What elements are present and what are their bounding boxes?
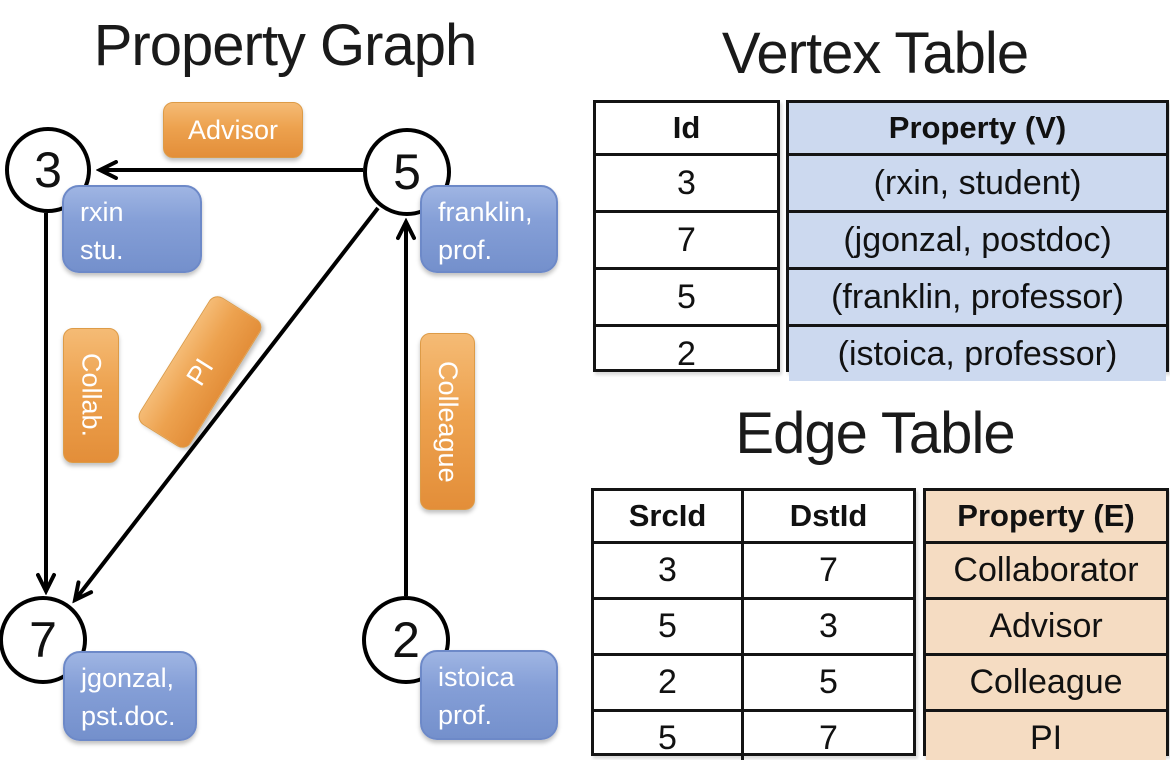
table-row: 2 5 [594,653,913,709]
edge-label-colleague: Colleague [420,333,475,510]
node-5-id: 5 [393,144,421,200]
vertex-table-id-header: Id [672,110,701,145]
table-row: Collaborator [926,541,1166,597]
vertex-table-property-header: Property (V) [789,103,1166,153]
edge-table-srcid-header: SrcId [628,498,707,533]
node-5-property-pill: franklin, prof. [420,185,558,273]
srcid-cell: 5 [658,719,677,757]
edge-label-advisor-text: Advisor [187,114,279,145]
edge-label-colleague-text: Colleague [433,360,463,483]
dstid-cell: 3 [741,600,913,653]
edge-table-title: Edge Table [735,401,1015,466]
edge-label-collab: Collab. [63,328,119,463]
vertex-table-property-column: Property (V) (rxin, student) (jgonzal, p… [786,100,1169,381]
edge-5-to-7-pi [75,206,380,600]
node-3-property-line2: stu. [80,235,124,265]
edge-table-dstid-header: DstId [741,491,913,541]
vertex-table-id-column: Id 3 7 5 2 [593,100,780,373]
node-7-property-pill: jgonzal, pst.doc. [63,651,197,741]
table-row: 7 [596,210,777,267]
node-2-property-line2: prof. [438,700,493,730]
edge-table-ids-columns: SrcId DstId 3 7 5 3 2 5 5 7 [591,488,916,760]
node-3-id: 3 [34,142,62,198]
table-row: (jgonzal, postdoc) [789,210,1166,267]
vertex-table-title: Vertex Table [721,21,1029,86]
table-row: 3 7 [594,541,913,597]
edge-table-property-header: Property (E) [926,491,1166,541]
graph-node-3: 3 [5,127,91,213]
node-7-property-line2: pst.doc. [81,701,176,731]
table-row: PI [926,709,1166,760]
node-3-property-pill: rxin stu. [62,185,202,273]
dstid-cell: 7 [741,544,913,597]
table-row: 5 7 [594,709,913,760]
table-row: (istoica, professor) [789,324,1166,381]
dstid-cell: 7 [741,712,913,760]
node-2-property-pill: istoica prof. [420,650,558,740]
node-5-property-line1: franklin, [438,197,533,227]
table-row: 3 [596,153,777,210]
table-row: 5 [596,267,777,324]
node-7-id: 7 [29,612,57,668]
srcid-cell: 2 [658,663,677,701]
edge-table-ids-header: SrcId DstId [594,491,913,541]
dstid-cell: 5 [741,656,913,709]
edge-label-collab-text: Collab. [76,353,107,438]
property-graph-title: Property Graph [93,13,478,78]
edge-table-property-column: Property (E) Collaborator Advisor Collea… [923,488,1169,760]
table-row: (rxin, student) [789,153,1166,210]
node-3-property-line1: rxin [80,197,124,227]
node-7-property-line1: jgonzal, [81,663,175,693]
srcid-cell: 3 [658,551,677,589]
node-5-property-line2: prof. [438,235,493,265]
table-row: Colleague [926,653,1166,709]
table-row: Advisor [926,597,1166,653]
node-2-id: 2 [392,612,420,668]
node-2-property-line1: istoica [438,662,515,692]
table-row: 2 [596,324,777,381]
srcid-cell: 5 [658,607,677,645]
edge-label-pi-text: PI [180,352,220,391]
table-row: 5 3 [594,597,913,653]
edge-label-advisor: Advisor [163,102,303,158]
table-row: (franklin, professor) [789,267,1166,324]
